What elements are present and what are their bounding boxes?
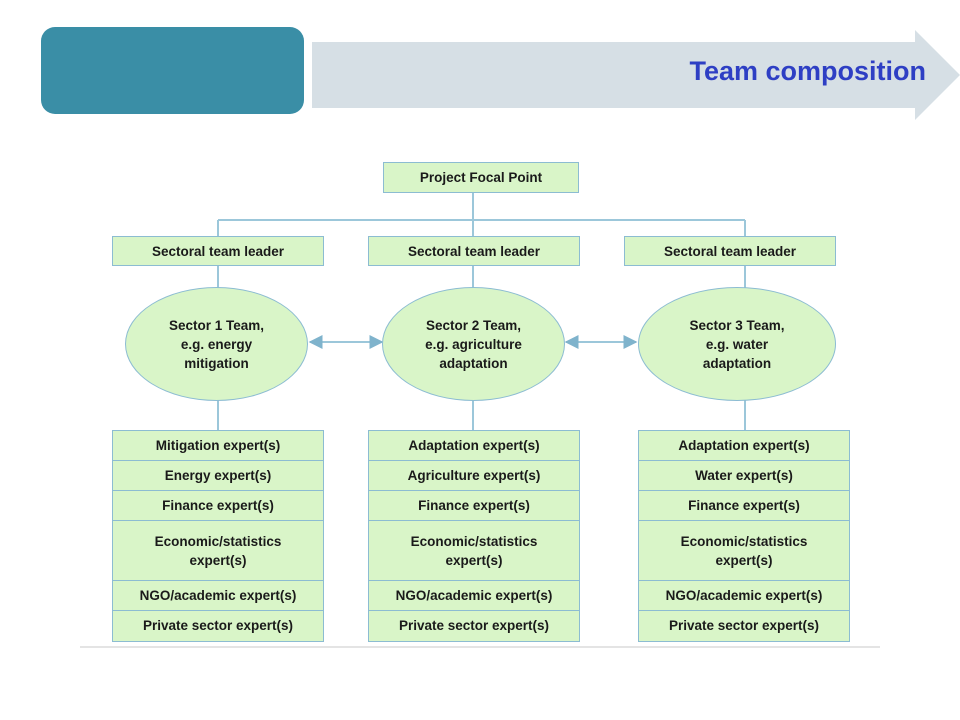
expert-item: Economic/statistics expert(s)	[369, 521, 579, 581]
node-project-focal-point: Project Focal Point	[383, 162, 579, 193]
expert-item: Finance expert(s)	[639, 491, 849, 521]
expert-item: Energy expert(s)	[113, 461, 323, 491]
node-sector-1-team: Sector 1 Team, e.g. energy mitigation	[125, 287, 308, 401]
divider-line	[80, 646, 880, 648]
expert-item: Mitigation expert(s)	[113, 431, 323, 461]
node-sector-3-leader: Sectoral team leader	[624, 236, 836, 266]
expert-item: NGO/academic expert(s)	[369, 581, 579, 611]
expert-item: Economic/statistics expert(s)	[639, 521, 849, 581]
expert-item: Water expert(s)	[639, 461, 849, 491]
org-chart: Project Focal Point Sectoral team leader…	[80, 150, 880, 650]
slide-title: Team composition	[689, 56, 926, 86]
node-sector-3-team: Sector 3 Team, e.g. water adaptation	[638, 287, 836, 401]
expert-item: NGO/academic expert(s)	[113, 581, 323, 611]
expert-item: NGO/academic expert(s)	[639, 581, 849, 611]
expert-item: Finance expert(s)	[369, 491, 579, 521]
expert-item: Adaptation expert(s)	[639, 431, 849, 461]
title-banner-arrow	[312, 30, 960, 120]
node-sector-2-leader: Sectoral team leader	[368, 236, 580, 266]
sector-1-expert-list: Mitigation expert(s) Energy expert(s) Fi…	[112, 430, 324, 642]
expert-item: Private sector expert(s)	[398, 618, 550, 633]
sector-3-expert-list: Adaptation expert(s) Water expert(s) Fin…	[638, 430, 850, 642]
decorative-teal-block	[41, 27, 304, 114]
node-sector-1-leader: Sectoral team leader	[112, 236, 324, 266]
node-sector-2-team: Sector 2 Team, e.g. agriculture adaptati…	[382, 287, 565, 401]
expert-item: Finance expert(s)	[113, 491, 323, 521]
expert-item: Economic/statistics expert(s)	[113, 521, 323, 581]
org-chart-connectors	[217, 192, 746, 430]
expert-item: Private sector expert(s)	[142, 618, 294, 633]
expert-item: Agriculture expert(s)	[369, 461, 579, 491]
expert-item: Adaptation expert(s)	[369, 431, 579, 461]
expert-item: Private sector expert(s)	[668, 618, 820, 633]
sector-2-expert-list: Adaptation expert(s) Agriculture expert(…	[368, 430, 580, 642]
